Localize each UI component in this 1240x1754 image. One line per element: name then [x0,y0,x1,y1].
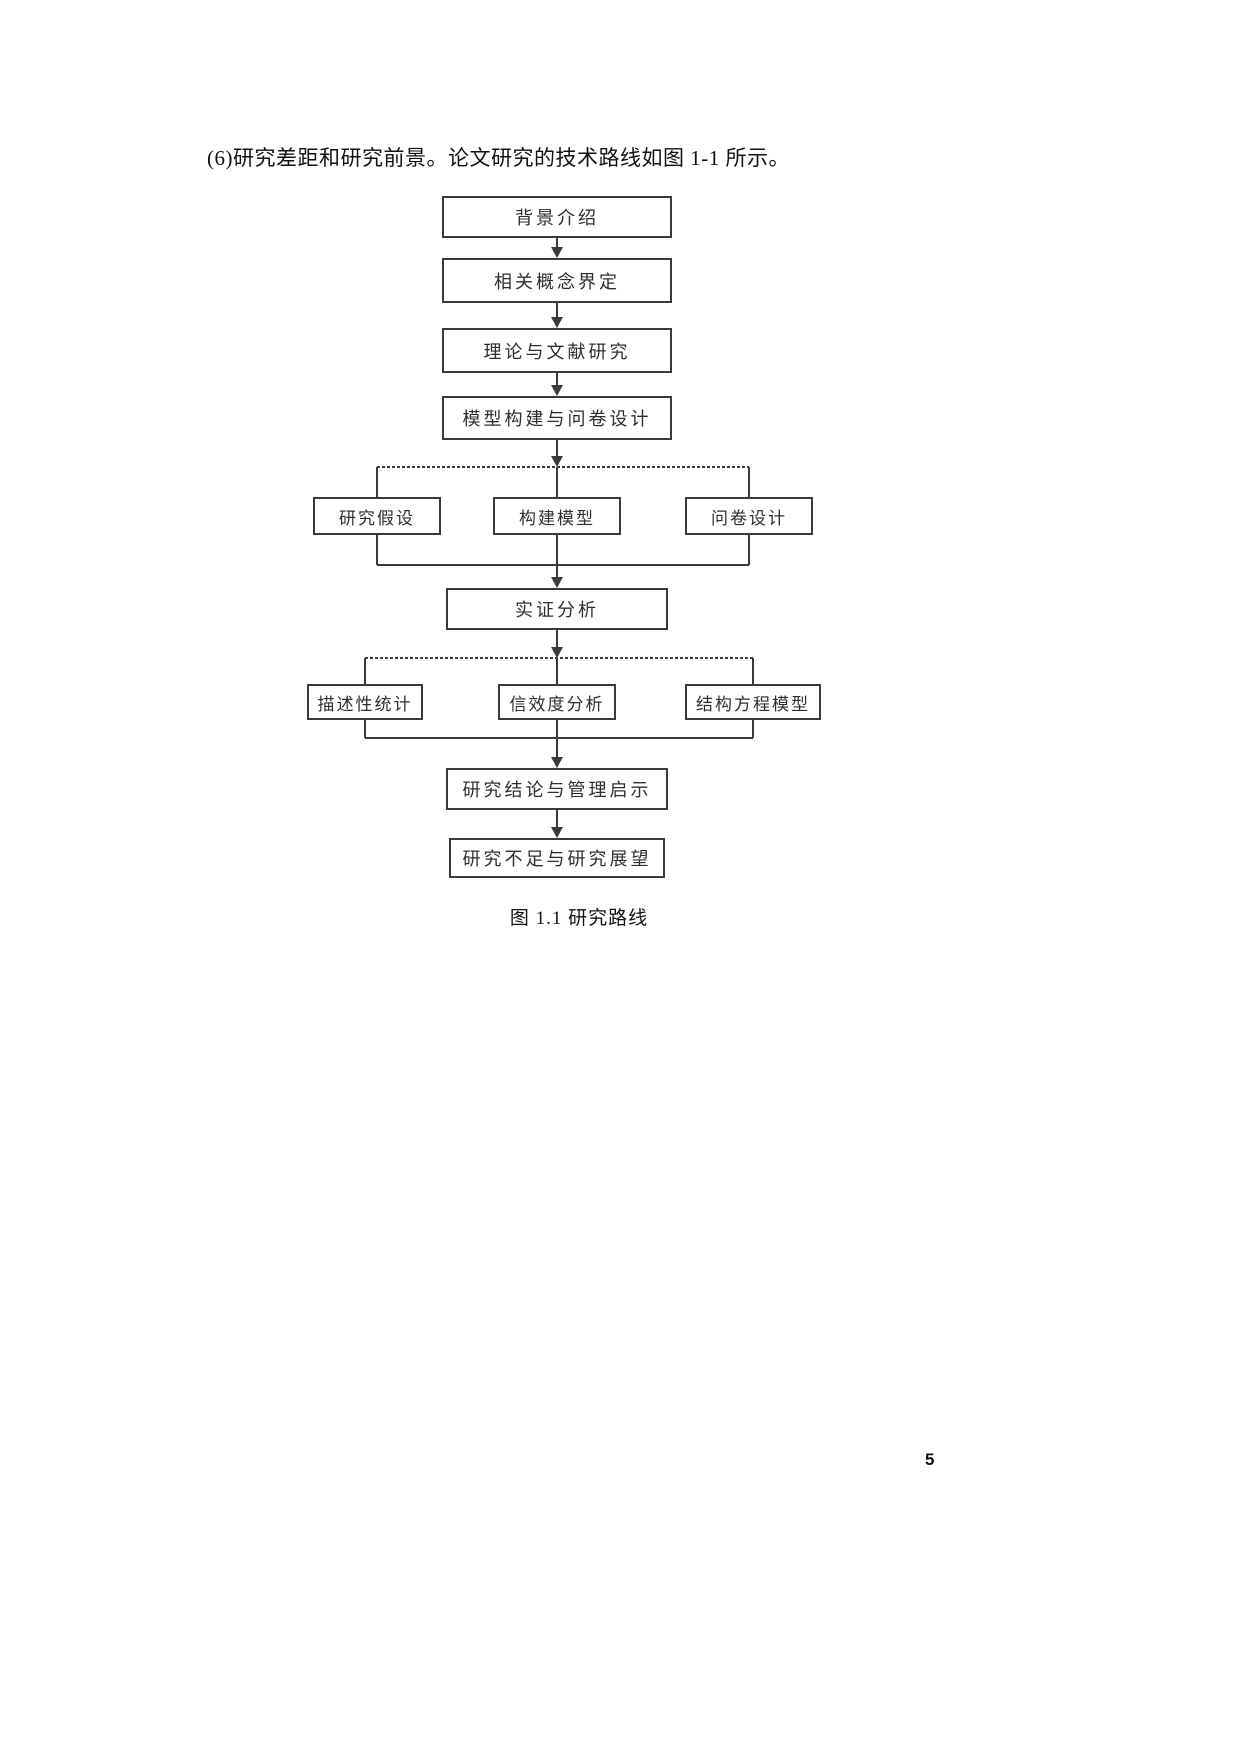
figure-caption: 图 1.1 研究路线 [509,908,649,929]
flowchart-connectors [364,238,754,838]
flow-node-sem-model: 结构方程模型 [685,684,821,720]
flow-node-conclusions-insights: 研究结论与管理启示 [446,768,668,810]
flow-node-reliability-validity: 信效度分析 [498,684,616,720]
page-number: 5 [925,1450,935,1469]
flow-node-descriptive-stats: 描述性统计 [307,684,423,720]
flow-node-theory-literature: 理论与文献研究 [442,328,672,373]
flow-node-model-questionnaire: 模型构建与问卷设计 [442,396,672,440]
flow-node-empirical-analysis: 实证分析 [446,588,668,630]
figure-flowchart: 背景介绍 相关概念界定 理论与文献研究 模型构建与问卷设计 研究假设 构建模型 … [307,196,821,929]
flow-node-build-model: 构建模型 [493,497,621,535]
flow-node-concept-definition: 相关概念界定 [442,258,672,303]
flow-node-research-hypothesis: 研究假设 [313,497,441,535]
paragraph-intro: (6)研究差距和研究前景。论文研究的技术路线如图 1-1 所示。 [207,146,790,170]
flow-node-background: 背景介绍 [442,196,672,238]
flow-node-limitations-outlook: 研究不足与研究展望 [449,838,665,878]
flow-node-questionnaire-design: 问卷设计 [685,497,813,535]
